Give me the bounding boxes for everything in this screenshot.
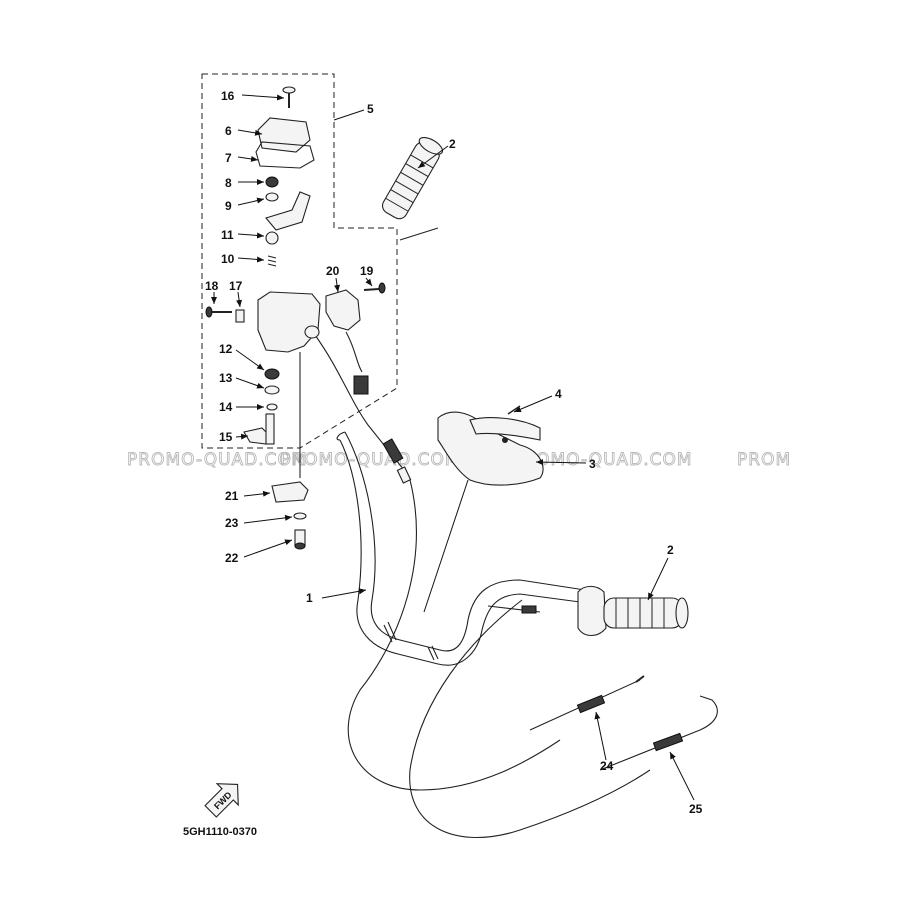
grip-guide-line xyxy=(399,227,439,241)
callout-17: 17 xyxy=(229,279,243,293)
nut-12 xyxy=(264,368,280,380)
callout-22: 22 xyxy=(225,551,239,565)
callout-1: 1 xyxy=(306,591,313,605)
callout-24: 24 xyxy=(600,759,614,773)
watermark-text: PROMO-QUAD.COM xyxy=(512,450,693,470)
shaft-15 xyxy=(265,413,275,445)
screw-18 xyxy=(205,306,232,318)
watermark-text: PROMO-QUAD.COM xyxy=(280,450,461,470)
callout-2-left: 2 xyxy=(449,137,456,151)
callout-7: 7 xyxy=(225,151,232,165)
watermark-band: PROMO-QUAD.COM PROMO-QUAD.COM PROMO-QUAD… xyxy=(127,450,791,471)
switch-wire xyxy=(345,331,363,373)
switch-connector xyxy=(353,375,369,395)
collar-11 xyxy=(265,231,279,245)
callout-13: 13 xyxy=(219,371,233,385)
switch-cover xyxy=(257,117,311,153)
washer-13 xyxy=(264,385,280,395)
nut-17 xyxy=(235,309,245,323)
callout-14: 14 xyxy=(219,400,233,414)
throttle-cable-loop xyxy=(347,479,561,791)
callout-9: 9 xyxy=(225,199,232,213)
callout-19: 19 xyxy=(360,264,374,278)
throttle-housing xyxy=(257,291,321,353)
cover-position-line xyxy=(423,479,469,613)
screw-19 xyxy=(363,282,386,294)
callout-23: 23 xyxy=(225,516,239,530)
fwd-arrow: FWD xyxy=(204,783,239,818)
callout-21: 21 xyxy=(225,489,239,503)
brake-cable-loop xyxy=(409,599,651,838)
nut-8 xyxy=(265,176,279,188)
watermark-text: PROM xyxy=(737,450,791,470)
left-grip xyxy=(381,136,444,220)
callout-5: 5 xyxy=(367,102,374,116)
assembly-boundary xyxy=(201,73,398,449)
lever-9 xyxy=(265,191,311,231)
gasket xyxy=(255,141,315,169)
callout-6: 6 xyxy=(225,124,232,138)
cable-adjuster xyxy=(382,438,404,464)
handlebar-cover xyxy=(437,411,544,486)
switch-20 xyxy=(325,289,361,331)
drawing-code: 5GH1110-0370 xyxy=(183,826,257,838)
watermark-text: PROMO-QUAD.COM xyxy=(127,450,308,470)
callout-12: 12 xyxy=(219,342,233,356)
callout-16: 16 xyxy=(221,89,235,103)
callout-25: 25 xyxy=(689,802,703,816)
housing-port xyxy=(304,325,320,339)
callout-8: 8 xyxy=(225,176,232,190)
callout-4: 4 xyxy=(555,387,562,401)
cable-25 xyxy=(599,695,718,771)
callout-15: 15 xyxy=(219,430,233,444)
cable-end xyxy=(396,466,412,484)
brake-cable-fitting xyxy=(521,605,537,614)
callout-numbers: 16 6 7 8 9 11 10 18 17 20 19 12 13 14 15… xyxy=(205,89,703,816)
callout-11: 11 xyxy=(221,228,234,242)
cable-24 xyxy=(529,675,645,731)
callout-2-right: 2 xyxy=(667,543,674,557)
bolt-22 xyxy=(294,529,306,550)
clamp-21 xyxy=(271,481,309,503)
callout-20: 20 xyxy=(326,264,340,278)
callout-leaders xyxy=(211,94,695,801)
washer-14 xyxy=(266,403,278,411)
callout-18: 18 xyxy=(205,279,219,293)
handlebar xyxy=(336,431,586,666)
screw-16 xyxy=(282,86,296,108)
callout-10: 10 xyxy=(221,252,235,266)
washer-9 xyxy=(265,192,279,202)
spring-10 xyxy=(267,255,277,267)
right-grip-assembly xyxy=(487,585,689,637)
washer-23 xyxy=(293,512,307,520)
callout-3: 3 xyxy=(589,457,596,471)
